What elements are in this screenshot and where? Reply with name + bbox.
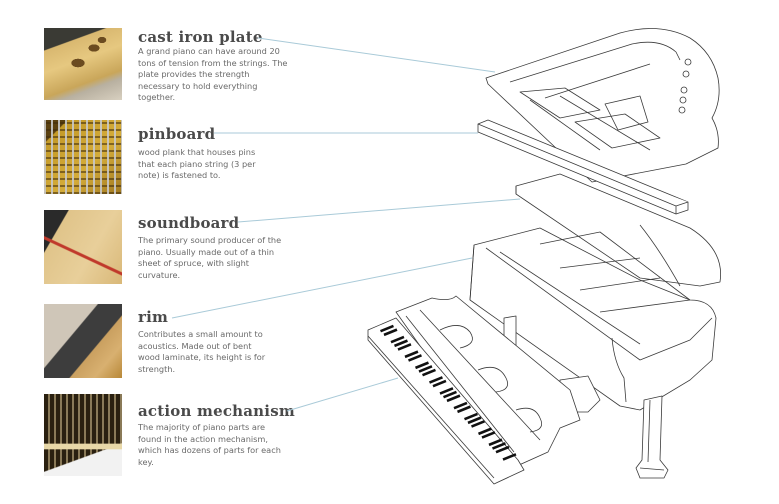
action-mechanism-photo [44,394,122,476]
part-description: The primary sound producer of the piano.… [138,235,282,280]
part-title: soundboard [138,214,240,232]
black-key [383,328,398,337]
black-key [502,453,517,461]
connector-soundboard [237,198,521,223]
black-key [380,324,394,333]
soundboard-photo [44,210,122,284]
black-key [432,379,447,388]
part-title: rim [138,308,169,326]
connector-cast-iron-plate [257,37,496,73]
rim-drawing [469,227,717,479]
black-key [488,438,503,447]
cast-iron-plate-drawing [485,28,720,183]
cast-iron-plate-photo [44,28,122,100]
soundboard-drawing [515,173,722,287]
connector-lines [171,37,521,412]
black-key [471,420,485,428]
black-key [495,445,510,454]
connector-action-mechanism [286,377,399,412]
rim-photo [44,304,122,378]
black-key [478,427,492,436]
black-key [481,431,496,439]
black-key [408,354,422,362]
black-key [393,339,408,348]
action-keyboard-drawing [367,295,581,485]
black-key [429,376,443,384]
black-key [492,442,506,450]
part-title: pinboard [138,125,216,143]
black-key [422,368,436,377]
black-key [453,401,468,410]
part-description: The majority of piano parts are found in… [138,422,281,467]
black-key [390,335,405,344]
black-key [457,405,471,414]
black-key [415,361,429,370]
connector-rim [171,257,473,319]
part-description: A grand piano can have around 20 tons of… [138,46,288,103]
part-description: wood plank that houses pins that each pi… [138,147,256,181]
black-key [446,394,461,403]
black-key [397,343,412,351]
black-key [404,350,419,359]
pinboard-photo [44,120,122,194]
black-key [439,387,454,395]
black-key [418,365,433,373]
black-key [443,390,457,399]
pinboard-drawing [477,119,689,215]
black-key [463,412,478,421]
part-description: Contributes a small amount to acoustics.… [138,329,266,374]
black-key [467,416,482,425]
black-keys [380,324,517,461]
part-title: cast iron plate [138,28,263,46]
part-title: action mechanism [138,402,295,420]
